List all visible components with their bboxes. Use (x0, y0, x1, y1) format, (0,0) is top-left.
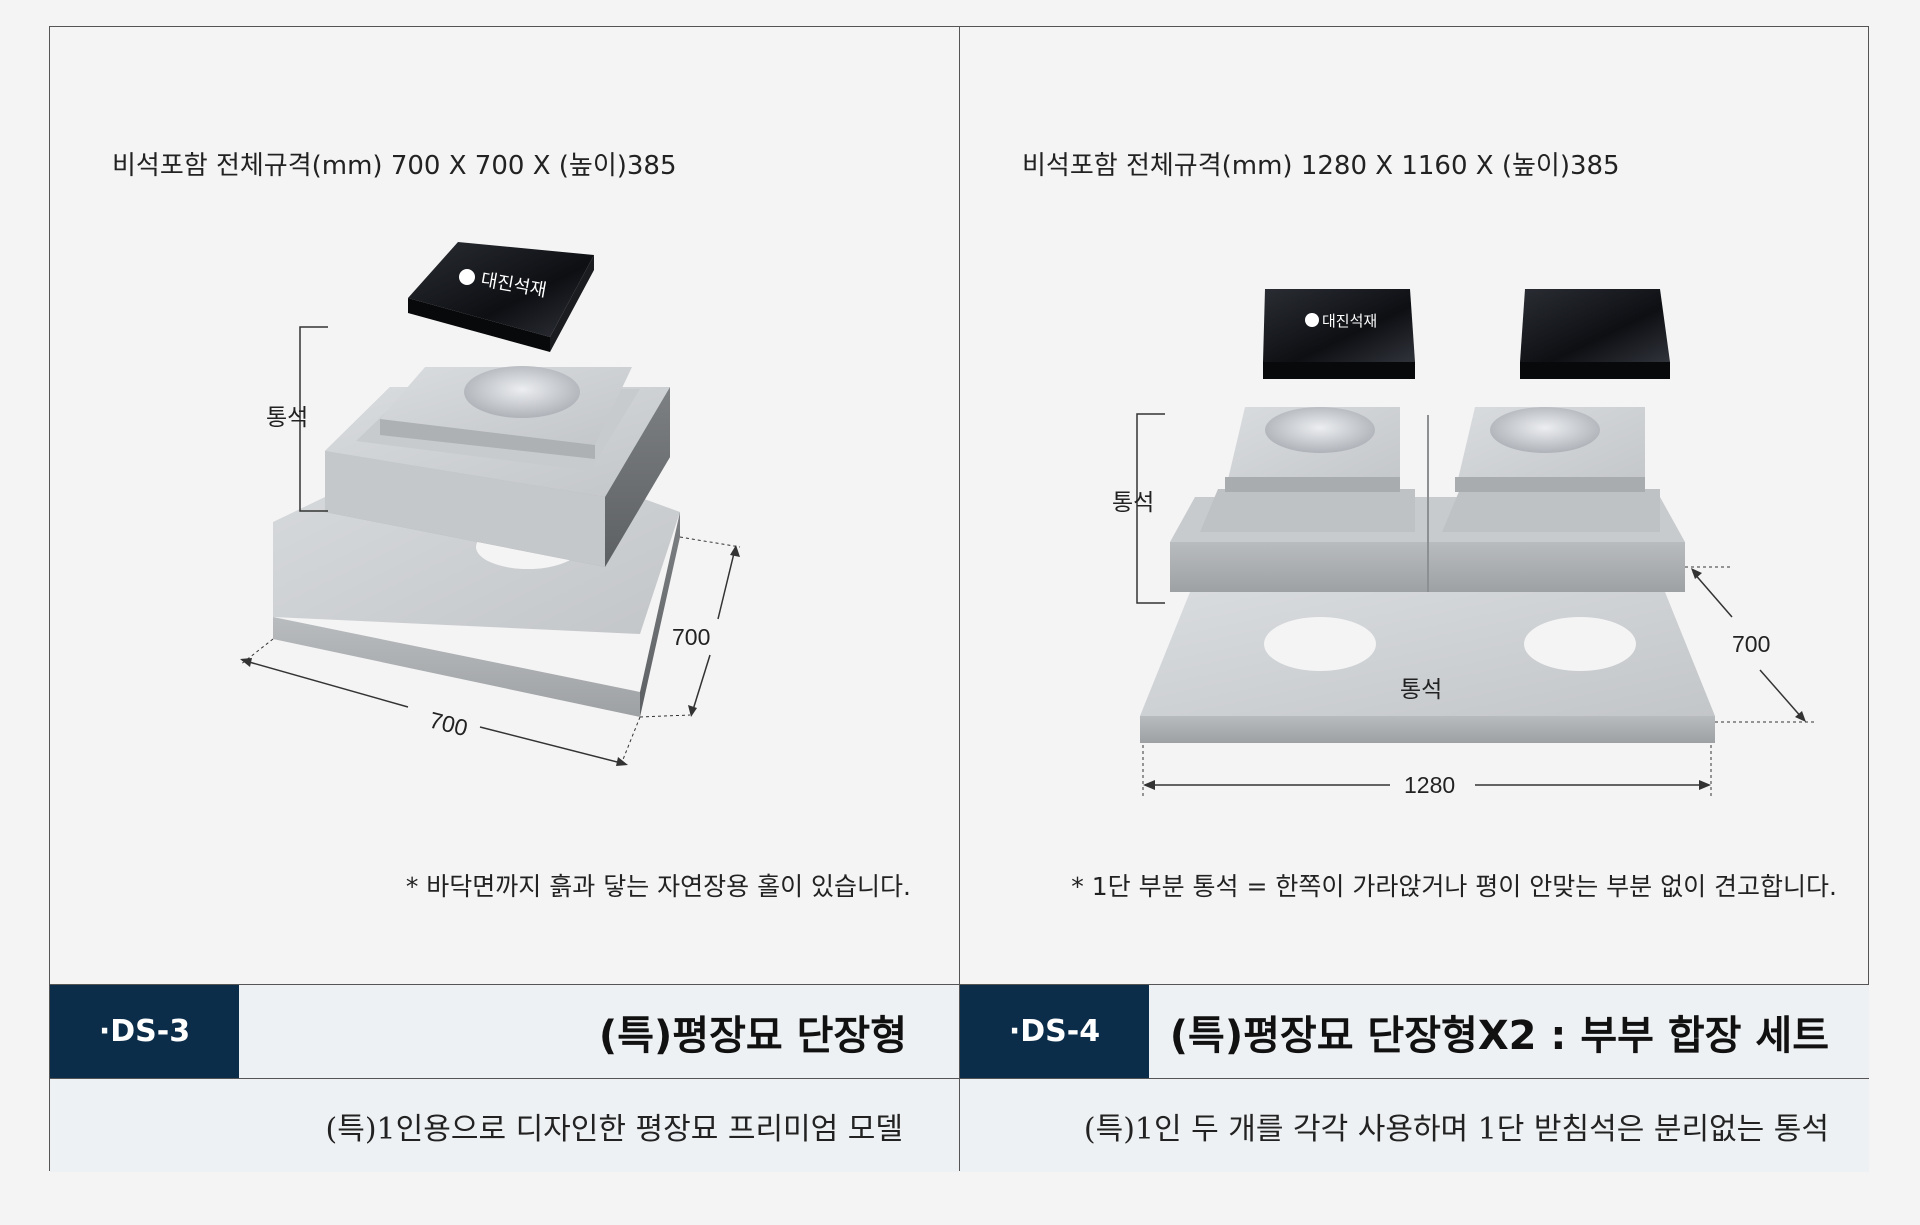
stone-hole (464, 366, 580, 418)
subtitle-band: (특)1인용으로 디자인한 평장묘 프리미엄 모델 (50, 1078, 959, 1172)
product-code: ·DS-3 (50, 985, 239, 1078)
black-headstone-left: 대진석재 (1263, 289, 1415, 379)
product-title: (특)평장묘 단장형X2 : 부부 합장 세트 (1169, 1012, 1829, 1059)
base-slab: 통석 (1140, 592, 1715, 743)
logo-icon (459, 269, 475, 285)
note-text: * 1단 부분 통석 = 한쪽이 가라앉거나 평이 안맞는 부분 없이 견고합니… (1071, 872, 1837, 901)
dim-depth: 700 (639, 536, 741, 718)
product-panel-ds3: 비석포함 전체규격(mm) 700 X 700 X (높이)385 (50, 27, 959, 1172)
product-title: (특)평장묘 단장형 (598, 1012, 907, 1059)
dim-width-value: 700 (427, 707, 471, 742)
bracket-line (1136, 413, 1165, 604)
tongseok-tier (325, 366, 670, 567)
subtitle-band: (특)1인 두 개를 각각 사용하며 1단 받침석은 분리없는 통석 (960, 1078, 1869, 1172)
dim-width: 1280 (1142, 745, 1712, 798)
dim-depth: 700 (1685, 566, 1815, 723)
product-illustration-ds4: 통석 대 (1112, 289, 1815, 798)
spec-text: 비석포함 전체규격(mm) 1280 X 1160 X (높이)385 (1022, 151, 1620, 181)
ground-hole-right (1524, 617, 1636, 671)
product-subtitle: (특)1인용으로 디자인한 평장묘 프리미엄 모델 (325, 1111, 903, 1147)
product-code: ·DS-4 (960, 985, 1149, 1078)
dim-width-value: 1280 (1404, 772, 1455, 798)
product-subtitle: (특)1인 두 개를 각각 사용하며 1단 받침석은 분리없는 통석 (1083, 1111, 1829, 1147)
title-band: ·DS-3 (특)평장묘 단장형 (50, 984, 959, 1078)
bracket-line (299, 326, 328, 512)
product-illustration-ds3: 대진석재 통석 700 (239, 242, 741, 768)
logo-text: 대진석재 (1322, 313, 1377, 330)
stone-hole-right (1490, 407, 1600, 453)
label-base: 통석 (1400, 676, 1442, 702)
panel-divider (959, 27, 960, 1170)
black-headstone: 대진석재 (408, 242, 594, 352)
stone-hole-left (1265, 407, 1375, 453)
tongseok-tier (1170, 407, 1685, 592)
logo-icon (1305, 313, 1319, 327)
dim-depth-value: 700 (672, 624, 710, 650)
black-headstone-right (1520, 289, 1670, 379)
ground-hole-left (1264, 617, 1376, 671)
label-tongseok: 통석 (1112, 489, 1154, 515)
dim-depth-value: 700 (1732, 631, 1770, 657)
catalog-frame: 비석포함 전체규격(mm) 700 X 700 X (높이)385 (49, 26, 1869, 1172)
spec-text: 비석포함 전체규격(mm) 700 X 700 X (높이)385 (112, 151, 677, 181)
note-text: * 바닥면까지 흙과 닿는 자연장용 홀이 있습니다. (405, 872, 911, 901)
product-panel-ds4: 비석포함 전체규격(mm) 1280 X 1160 X (높이)385 (960, 27, 1869, 1172)
title-band: ·DS-4 (특)평장묘 단장형X2 : 부부 합장 세트 (960, 984, 1869, 1078)
label-tongseok: 통석 (266, 404, 308, 430)
